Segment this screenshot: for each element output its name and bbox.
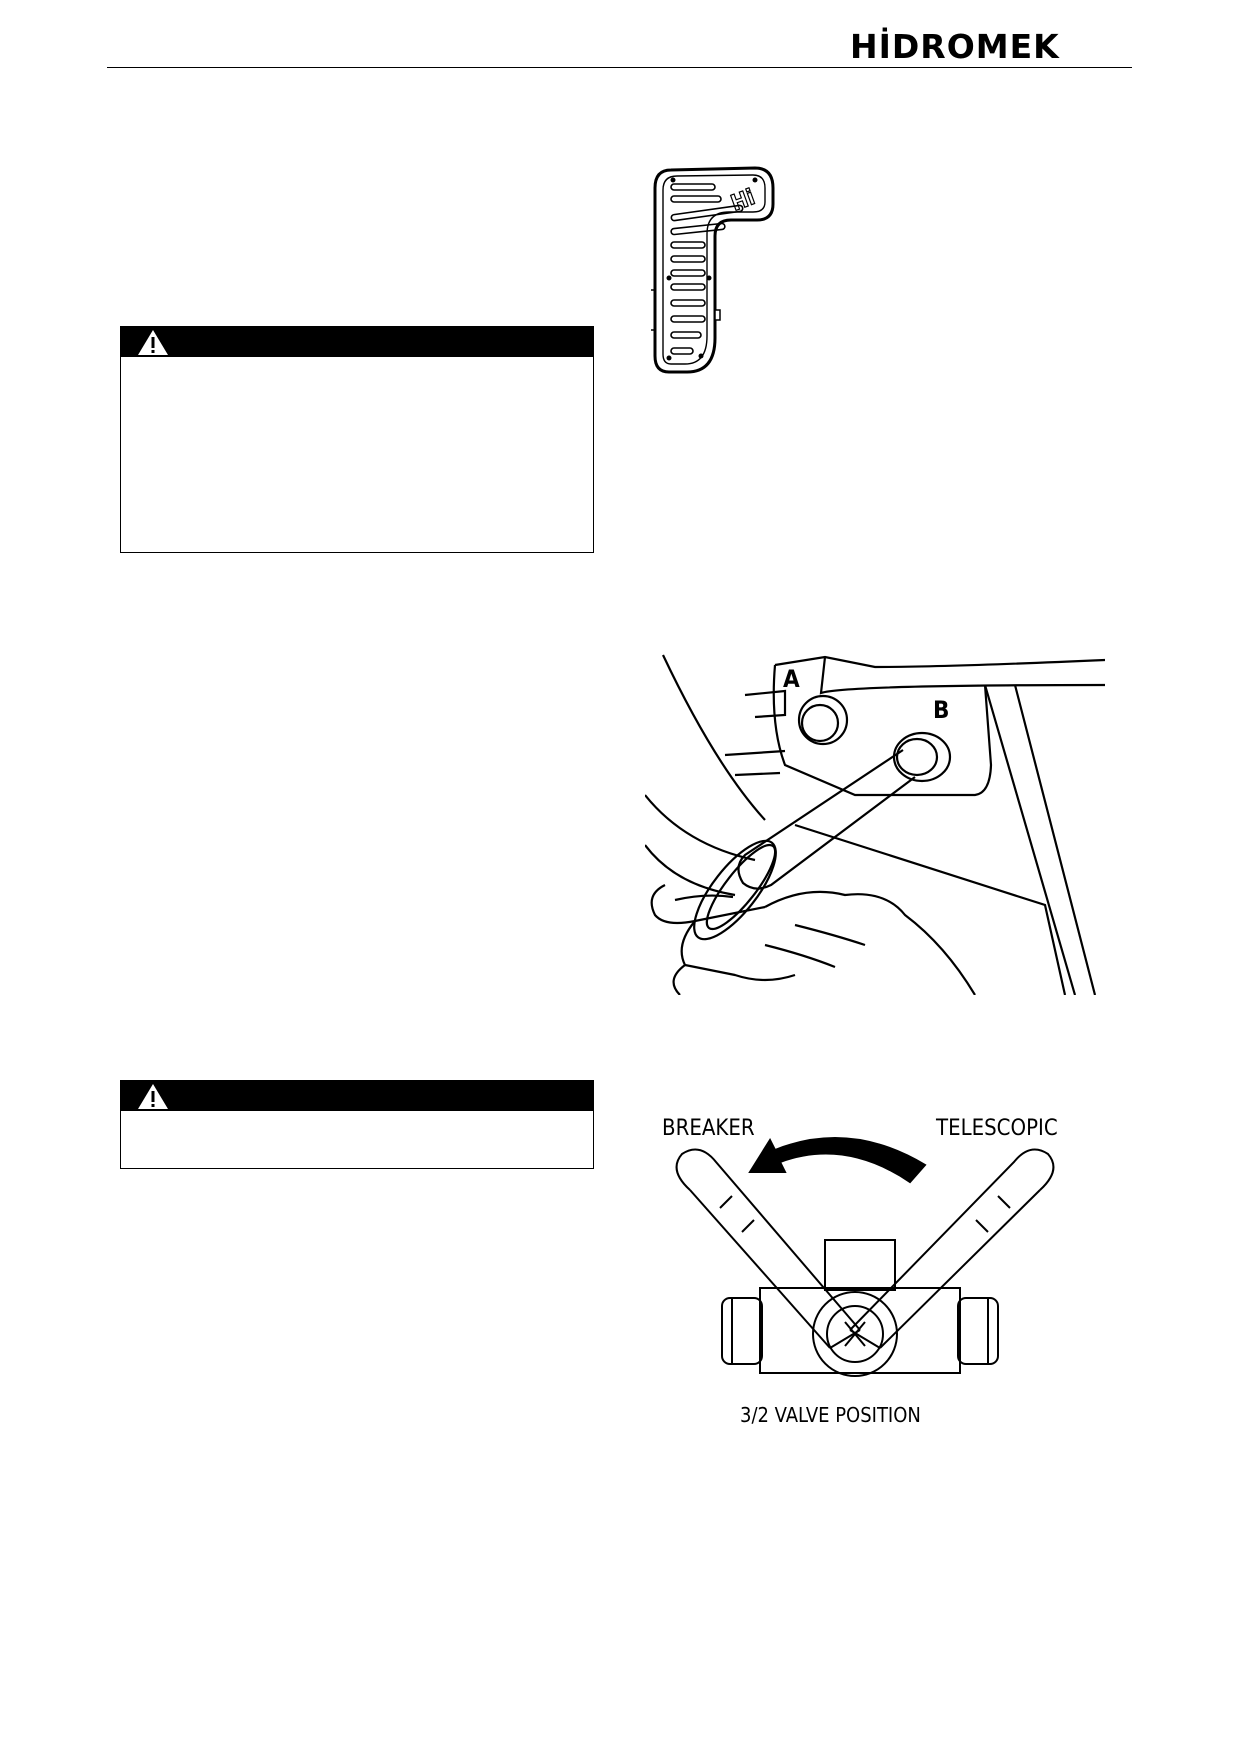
warning-header-bar: [121, 327, 593, 357]
header-rule: [107, 67, 1132, 68]
label-telescopic: TELESCOPIC: [935, 1116, 1058, 1141]
label-breaker: BREAKER: [662, 1116, 755, 1141]
brand-logo: HİDROMEK: [850, 27, 1060, 66]
pedal-cover-illustration: Hi: [651, 166, 775, 374]
locking-pin-illustration: A B: [645, 654, 1105, 995]
warning-triangle-icon: [138, 330, 168, 355]
valve-caption: 3/2 VALVE POSITION: [740, 1403, 921, 1427]
label-b: B: [933, 696, 949, 724]
valve-position-illustration: BREAKER TELESCOPIC 3/2 VALVE POSITION: [662, 1116, 1058, 1427]
warning-box-2: [120, 1080, 594, 1169]
warning-box-1: [120, 326, 594, 553]
warning-header-bar: [121, 1081, 593, 1111]
warning-triangle-icon: [138, 1084, 168, 1109]
rotation-arrow-icon: [748, 1137, 927, 1184]
label-a: A: [783, 665, 800, 693]
